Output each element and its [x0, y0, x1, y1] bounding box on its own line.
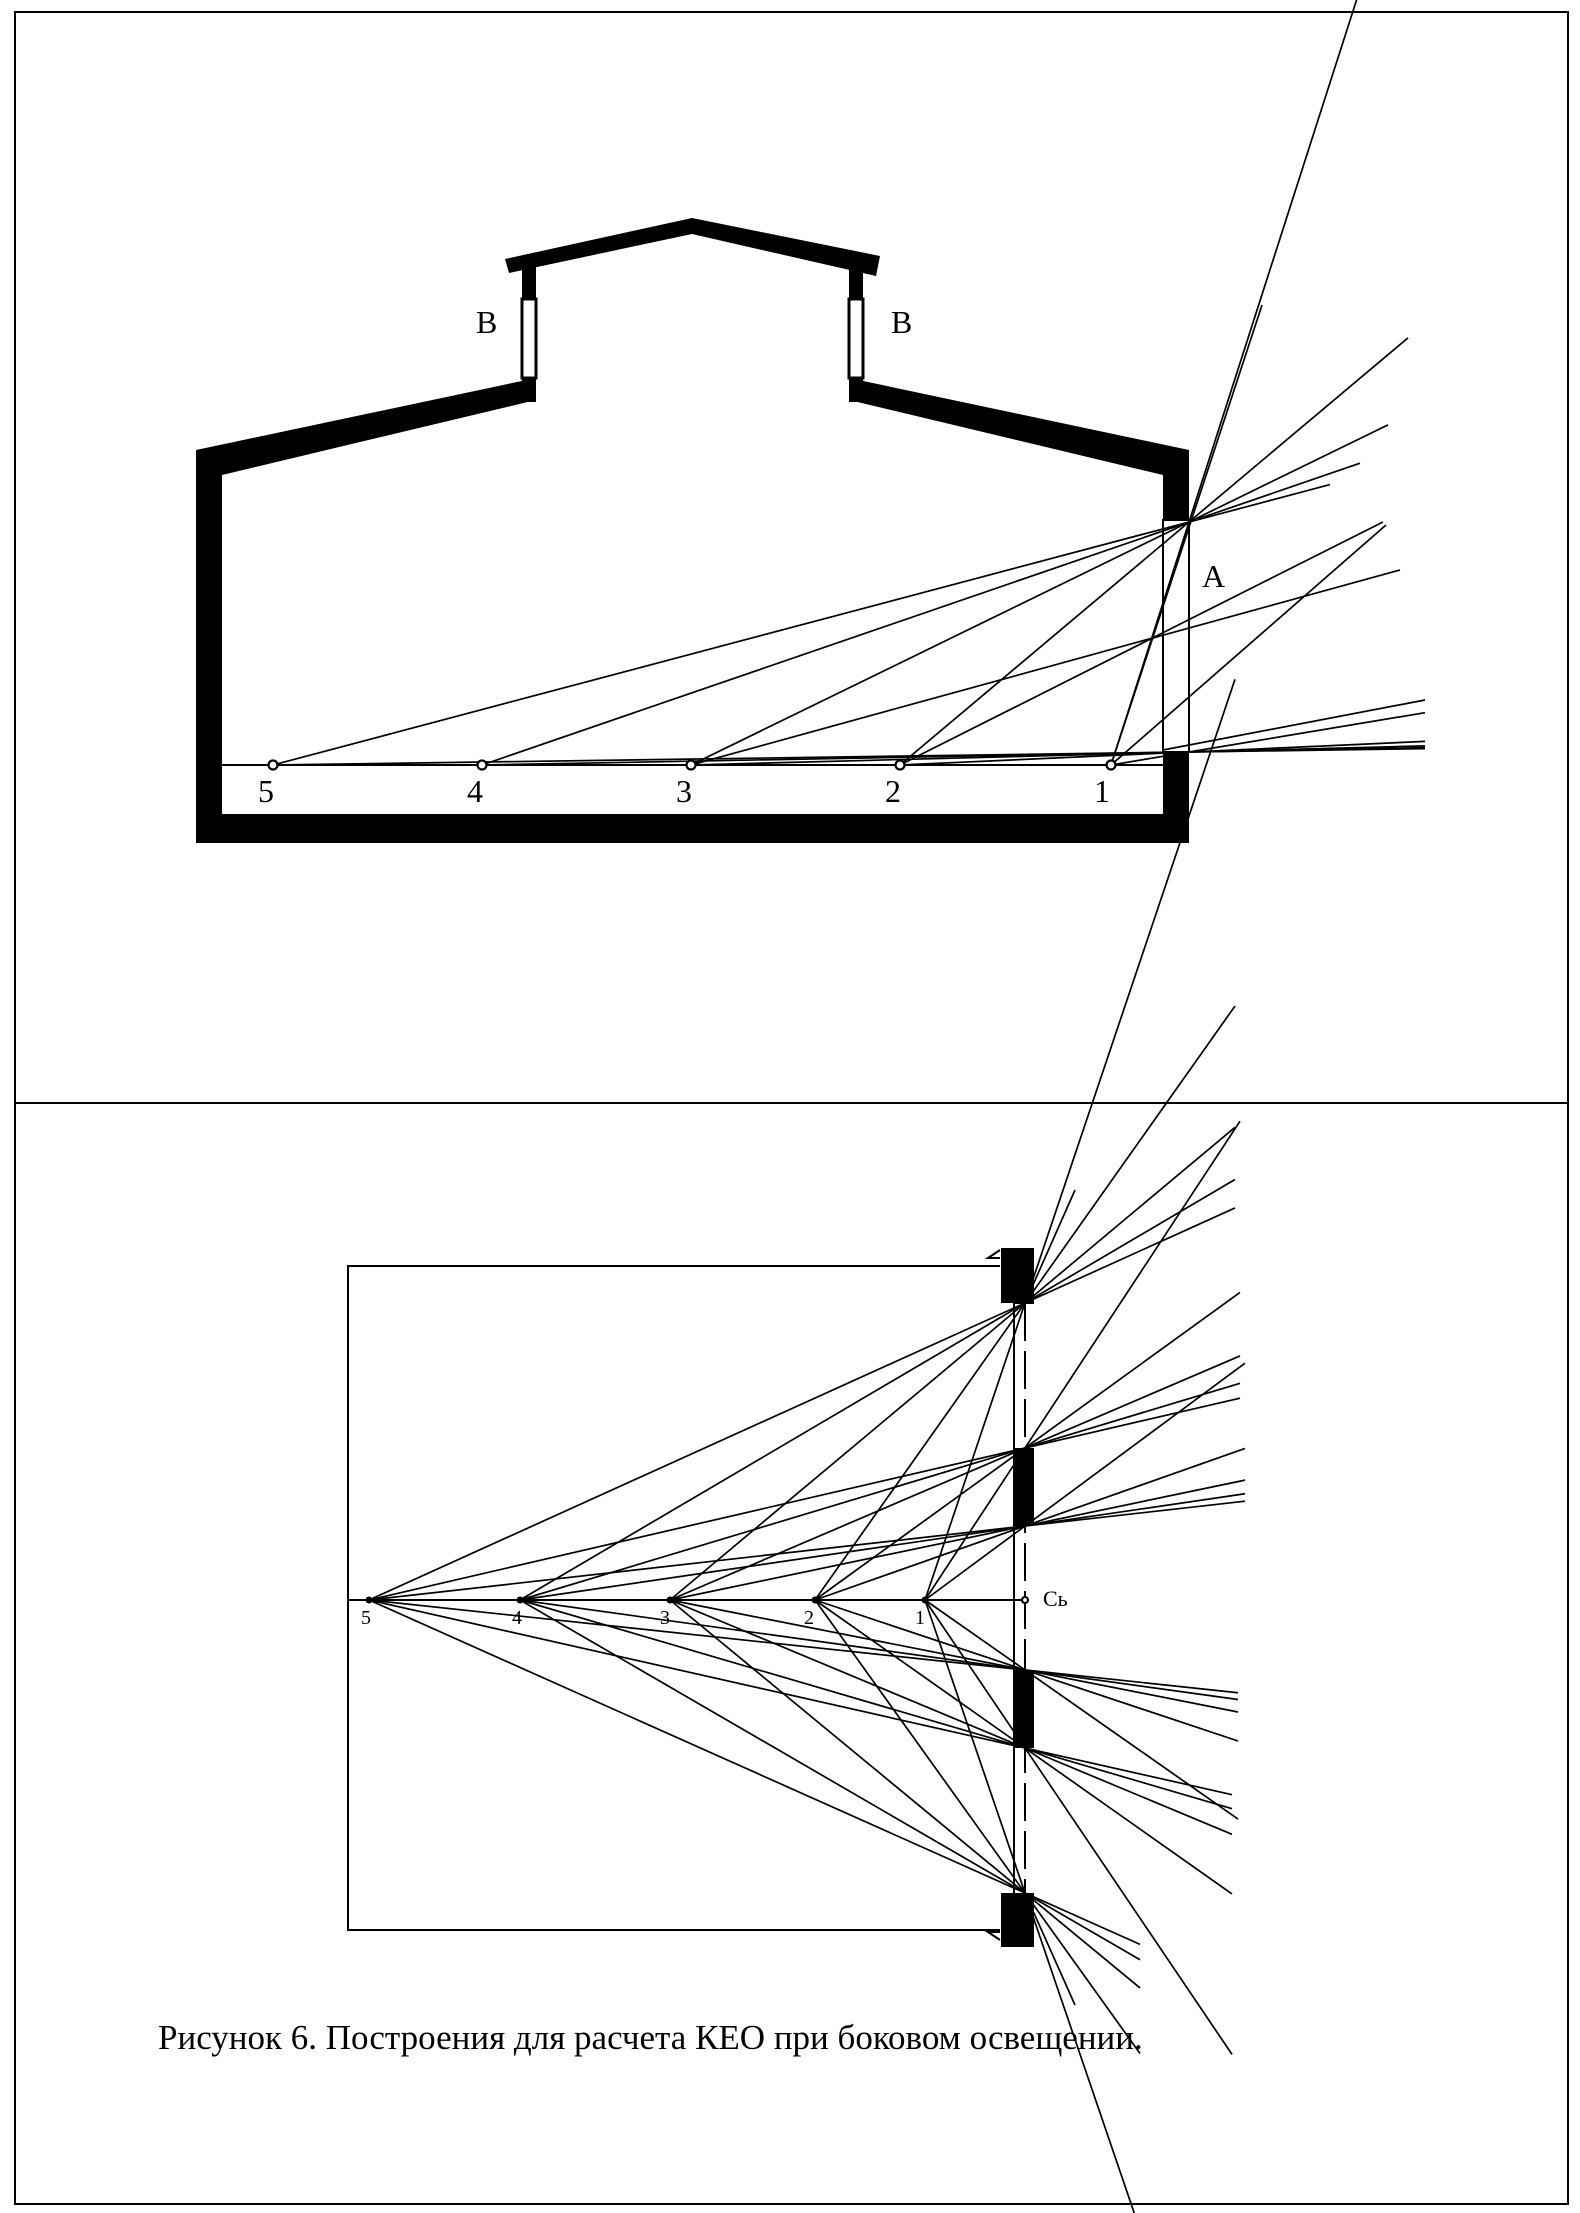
plan-ray — [669, 1355, 1241, 1601]
section-ray — [1110, 304, 1263, 766]
section-point-3 — [685, 759, 697, 771]
section-ray — [1110, 524, 1387, 766]
section-point-4 — [476, 759, 488, 771]
room-outline — [347, 1265, 1000, 1931]
side-window-label: А — [1202, 558, 1225, 594]
plan-ray — [669, 1126, 1236, 1601]
section-point-label-3: 3 — [676, 773, 692, 809]
plan-rays — [368, 679, 1246, 2213]
monitor-left-window — [520, 297, 538, 380]
plan-ray — [924, 1599, 1239, 1820]
plan-wall-tick-top — [984, 1249, 1001, 1259]
plan-ray — [924, 679, 1236, 1601]
section-ray — [899, 740, 1426, 766]
plan-ray — [519, 1382, 1241, 1601]
section-point-label-5: 5 — [258, 773, 274, 809]
plan-ray — [519, 1178, 1236, 1601]
top-window-label-left: В — [476, 304, 497, 340]
plan-ray — [368, 1500, 1246, 1601]
section-point-label-2: 2 — [885, 773, 901, 809]
plan-point-ref — [1020, 1595, 1030, 1605]
plan-ray — [368, 1599, 1141, 1946]
plan-point-4 — [516, 1596, 524, 1604]
plan-ray — [519, 1599, 1233, 1810]
plan-point-2 — [811, 1596, 819, 1604]
section-ray — [1162, 699, 1426, 751]
plan-ray — [669, 1599, 1141, 1989]
plan-ray — [814, 1599, 1141, 2054]
section-ray — [1110, 711, 1426, 766]
monitor-right-wall-top — [849, 265, 863, 299]
roof-left — [196, 378, 536, 475]
section-ray — [690, 744, 1426, 766]
plan-point-3 — [666, 1596, 674, 1604]
plan-ray — [924, 1599, 1233, 2055]
plan-ray — [1024, 1189, 1076, 1304]
plan-ray — [669, 1479, 1246, 1601]
section-ray — [481, 462, 1361, 766]
plan-point-5 — [365, 1596, 373, 1604]
plan-reference-label: Сь — [1043, 1586, 1068, 1611]
plan-ray — [669, 1599, 1233, 1836]
plan-ray — [368, 1397, 1241, 1601]
plan-wall-pier-2 — [1014, 1448, 1034, 1526]
section-ray — [272, 483, 1331, 766]
plan-wall-tick-bottom — [984, 1931, 1001, 1941]
section-point-label-1: 1 — [1094, 773, 1110, 809]
plan-ray — [368, 1207, 1236, 1601]
plan-ray — [924, 1120, 1241, 1601]
plan-point-label-2: 2 — [804, 1607, 814, 1629]
section-point-1 — [1105, 759, 1117, 771]
plan-ray — [368, 1599, 1233, 1796]
roof-right — [849, 378, 1189, 475]
plan-ray — [519, 1599, 1239, 1701]
plan-ray — [519, 1492, 1246, 1601]
section-point-2 — [894, 759, 906, 771]
section-ray — [1110, 0, 1358, 766]
plan-point-label-1: 1 — [915, 1607, 925, 1629]
plan-point-1 — [921, 1596, 929, 1604]
plan-point-label-5: 5 — [361, 1607, 371, 1629]
section-ray — [690, 569, 1401, 766]
plan-ray — [1024, 1892, 1076, 2006]
section-point-5 — [267, 759, 279, 771]
plan-ray — [519, 1599, 1141, 1961]
monitor-right-window — [847, 297, 865, 380]
floor-slab — [196, 814, 1189, 843]
building-section-diagram: 5 4 3 2 1 В В А — [196, 0, 1426, 843]
page-border — [14, 11, 1569, 2205]
section-ray — [899, 337, 1409, 766]
plan-point-label-4: 4 — [512, 1607, 522, 1629]
section-point-label-4: 4 — [467, 773, 483, 809]
top-window-label-right: В — [891, 304, 912, 340]
figure-caption: Рисунок 6. Построения для расчета КЕО пр… — [158, 2018, 1143, 2057]
section-rays — [272, 0, 1426, 766]
right-wall-upper — [1163, 450, 1189, 520]
plan-ray — [814, 1291, 1241, 1601]
section-ray — [690, 424, 1389, 766]
left-wall — [196, 450, 222, 843]
monitor-roof — [505, 218, 880, 276]
plan-ray — [924, 1362, 1246, 1601]
room-plan-diagram: 5 4 3 2 1 Сь — [347, 679, 1246, 2213]
plan-ray — [814, 1447, 1246, 1601]
section-ray — [899, 521, 1384, 766]
plan-ray — [924, 1599, 1136, 2213]
monitor-left-wall-top — [522, 265, 536, 299]
plan-ray — [669, 1599, 1239, 1713]
plan-point-label-3: 3 — [660, 1607, 670, 1629]
plan-ray — [368, 1599, 1239, 1694]
